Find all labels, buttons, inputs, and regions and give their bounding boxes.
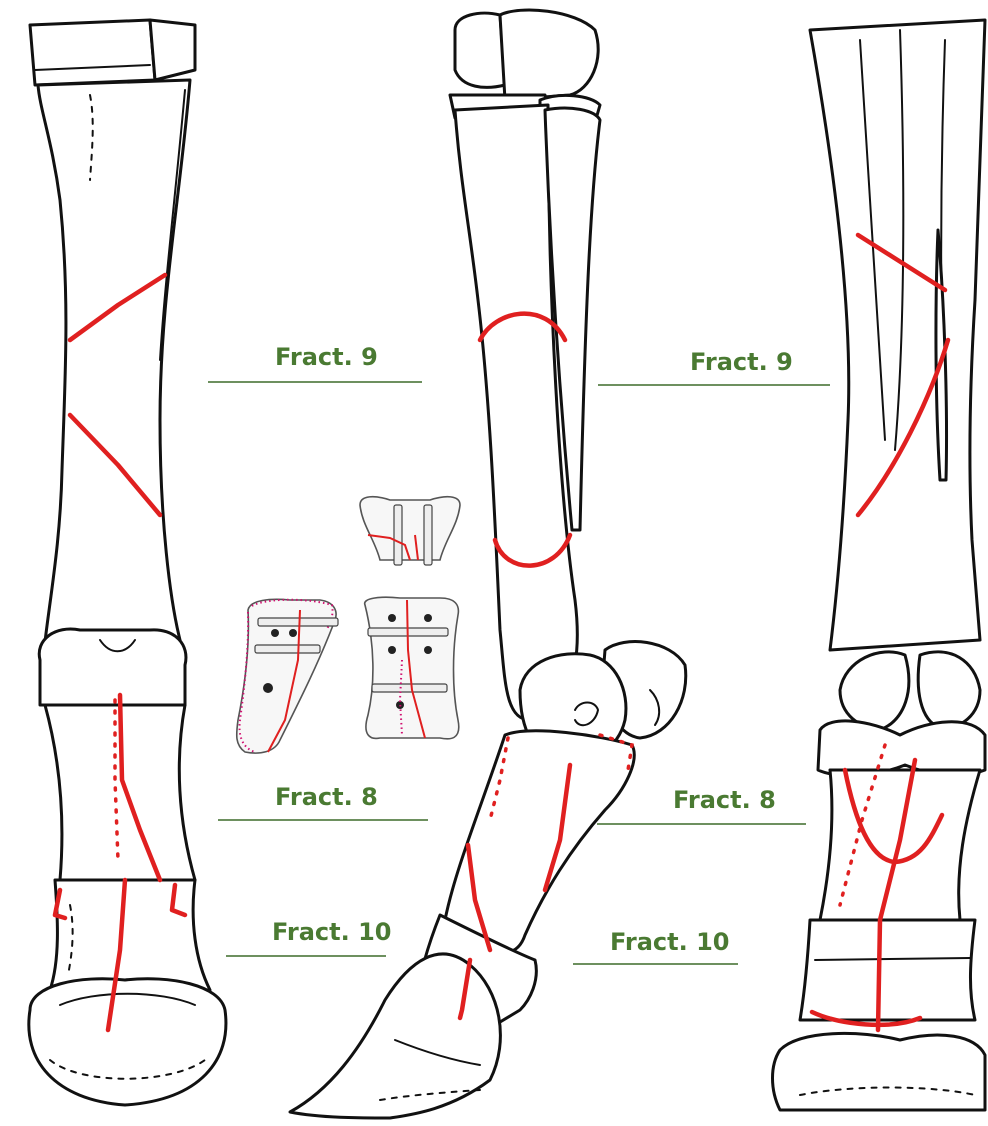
inset-top-view: [360, 497, 460, 565]
right-limb-palmar-view: [773, 20, 986, 1110]
label-left-fract9: Fract. 9: [208, 343, 422, 382]
label-left-fract10: Fract. 10: [226, 918, 391, 956]
label-mid-fract10: Fract. 10: [573, 928, 738, 964]
label-left-fract8: Fract. 8: [218, 783, 428, 820]
left-limb-dorsal-view: [29, 20, 226, 1105]
label-left-fract8-text: Fract. 8: [275, 783, 378, 811]
label-mid-fract8: Fract. 8: [597, 786, 806, 824]
inset-lateral-view: [237, 599, 338, 753]
label-left-fract9-text: Fract. 9: [275, 343, 378, 371]
inset-dorsal-view: [365, 597, 459, 739]
label-mid-fract8-text: Fract. 8: [673, 786, 776, 814]
label-mid-fract10-text: Fract. 10: [610, 928, 729, 956]
label-mid-fract9: Fract. 9: [598, 348, 830, 385]
label-left-fract10-text: Fract. 10: [272, 918, 391, 946]
inset-screw-fixation-sketches: [237, 497, 460, 753]
label-mid-fract9-text: Fract. 9: [690, 348, 793, 376]
